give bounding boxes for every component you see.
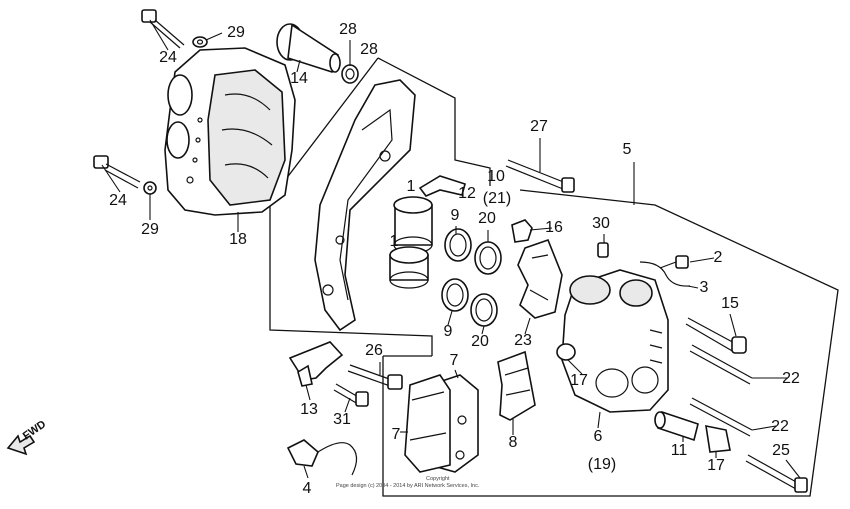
fwd-label: FWD bbox=[21, 418, 48, 442]
callout-c-17a: 17 bbox=[570, 372, 588, 389]
callout-c-1b: 1 bbox=[390, 233, 399, 250]
callout-c-9b: 9 bbox=[444, 323, 453, 340]
seal-28 bbox=[341, 64, 359, 84]
callout-c-14: 14 bbox=[290, 70, 308, 87]
bushing-17-lower bbox=[705, 424, 731, 453]
callout-c-22a: 22 bbox=[782, 370, 800, 387]
shim-8 bbox=[497, 350, 536, 421]
callout-c-13: 13 bbox=[300, 401, 318, 418]
bolt-25 bbox=[745, 454, 808, 493]
callout-c-29b: 29 bbox=[141, 221, 159, 238]
spring-3 bbox=[639, 261, 691, 287]
caliper-assembly-left bbox=[164, 47, 296, 216]
callout-c-26: 26 bbox=[365, 342, 383, 359]
bleeder-30 bbox=[597, 242, 609, 258]
pad-spring-23 bbox=[517, 238, 563, 319]
brake-pad-7-front bbox=[404, 374, 451, 473]
bushing-17-upper bbox=[556, 343, 576, 361]
callout-c-9a: 9 bbox=[451, 207, 460, 224]
callout-c-18: 18 bbox=[229, 231, 247, 248]
washer-29-top bbox=[192, 36, 208, 48]
callout-c-7b: 7 bbox=[392, 426, 401, 443]
copyright-line-1: Copyright bbox=[426, 476, 450, 482]
seal-20-lower bbox=[470, 293, 498, 327]
leader-lines bbox=[101, 19, 801, 479]
callout-c-24a: 24 bbox=[159, 49, 177, 66]
pad-clip-4 bbox=[286, 439, 358, 476]
callout-c-28a: 28 bbox=[339, 21, 357, 38]
forward-arrow: FWD bbox=[6, 418, 48, 456]
piston-11 bbox=[654, 410, 699, 442]
callout-c-12: 12 bbox=[458, 185, 476, 202]
callout-c-8: 8 bbox=[509, 434, 518, 451]
clip-12 bbox=[418, 175, 466, 197]
pin-15 bbox=[685, 317, 747, 354]
callout-c-19: (19) bbox=[588, 456, 616, 473]
callout-c-1a: 1 bbox=[407, 178, 416, 195]
callout-c-21: (21) bbox=[483, 190, 511, 207]
callout-c-3: 3 bbox=[700, 279, 709, 296]
assembly-frame bbox=[269, 57, 839, 497]
callout-c-20b: 20 bbox=[471, 333, 489, 350]
pin-22-upper bbox=[689, 344, 753, 385]
callout-c-10: 10 bbox=[487, 168, 505, 185]
seal-9-lower bbox=[441, 278, 469, 312]
callout-c-27: 27 bbox=[530, 118, 548, 135]
callout-c-23: 23 bbox=[514, 332, 532, 349]
seal-9-upper bbox=[444, 228, 472, 262]
caliper-bracket bbox=[314, 79, 416, 332]
pin-22-lower bbox=[689, 397, 753, 437]
callout-c-25: 25 bbox=[772, 442, 790, 459]
seal-20-upper bbox=[474, 241, 502, 275]
callout-c-2: 2 bbox=[714, 249, 723, 266]
bolt-24-top bbox=[141, 9, 185, 49]
piston-1-upper bbox=[393, 196, 433, 254]
callout-c-28b: 28 bbox=[360, 41, 378, 58]
callout-c-4: 4 bbox=[303, 480, 312, 497]
callout-c-11: 11 bbox=[671, 442, 688, 459]
washer-29-lower bbox=[143, 181, 157, 195]
callout-c-31: 31 bbox=[333, 411, 351, 428]
screw-2 bbox=[659, 255, 689, 269]
pad-retainer-13 bbox=[288, 341, 344, 387]
callout-c-30: 30 bbox=[592, 215, 610, 232]
piston-1-lower bbox=[389, 246, 429, 289]
callout-c-24b: 24 bbox=[109, 192, 127, 209]
bolt-24-lower bbox=[93, 155, 141, 189]
bolt-16 bbox=[511, 219, 533, 243]
bolt-27 bbox=[505, 159, 575, 193]
callout-c-6: 6 bbox=[594, 428, 603, 445]
bolt-26 bbox=[347, 364, 403, 390]
callout-c-22b: 22 bbox=[771, 418, 789, 435]
callout-c-29a: 29 bbox=[227, 24, 245, 41]
callout-c-15: 15 bbox=[721, 295, 739, 312]
bolt-31 bbox=[333, 383, 369, 407]
callout-c-16: 16 bbox=[545, 219, 563, 236]
copyright-watermark: Copyright Page design (c) 2004 - 2014 by… bbox=[336, 476, 480, 489]
pivot-pin-14 bbox=[276, 23, 341, 73]
callout-c-20a: 20 bbox=[478, 210, 496, 227]
copyright-line-2: Page design (c) 2004 - 2014 by ARI Netwo… bbox=[336, 483, 480, 489]
callout-c-17b: 17 bbox=[707, 457, 725, 474]
callout-c-5: 5 bbox=[623, 141, 632, 158]
caliper-body-6 bbox=[561, 269, 669, 413]
callout-c-7a: 7 bbox=[450, 352, 459, 369]
